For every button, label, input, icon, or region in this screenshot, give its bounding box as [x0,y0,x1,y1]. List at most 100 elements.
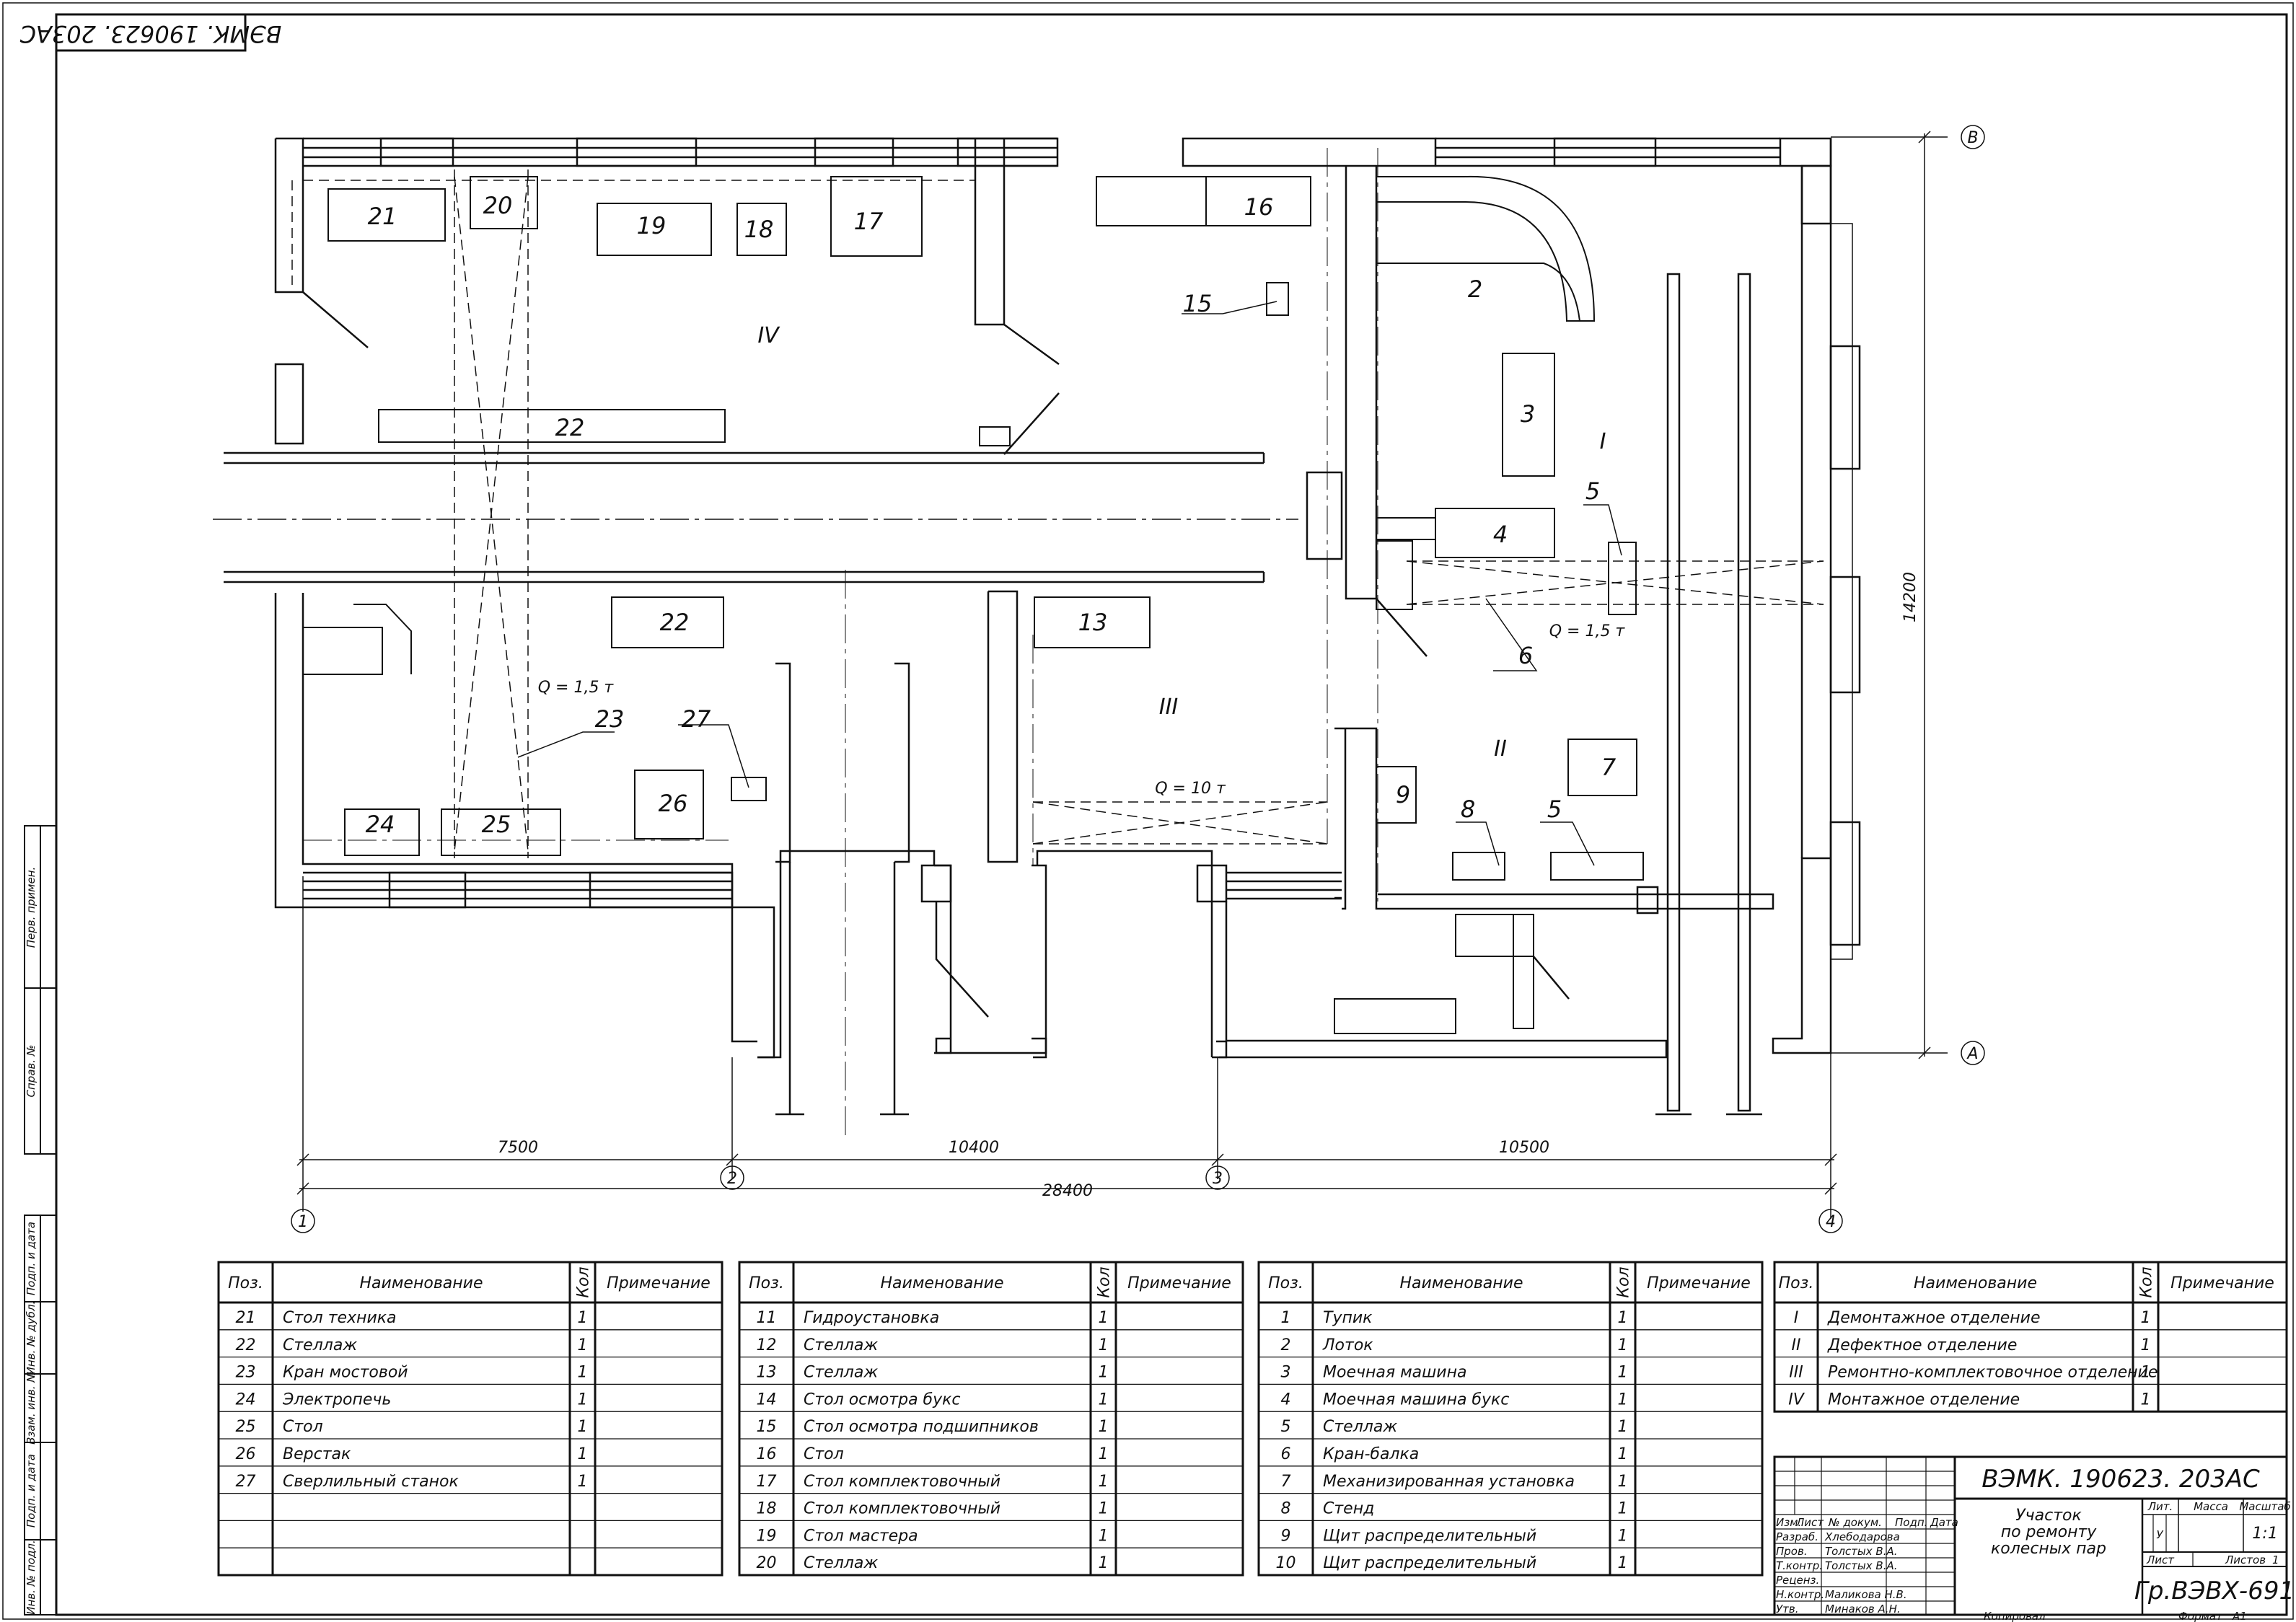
tb-lit: Лит. [2147,1500,2173,1513]
table-row-qty: 1 [1099,1473,1109,1491]
tb-person: Толстых В.А. [1825,1559,1898,1572]
header-note: Примечание [2170,1274,2274,1292]
header-pos: Поз. [1779,1274,1814,1292]
table-row-qty: 1 [578,1364,588,1382]
header-qty: Кол [575,1266,593,1297]
equip-22-low [611,596,724,648]
area-III: III [1159,695,1179,720]
dim-14200: 14200 [1901,572,1919,622]
table-row-qty: 1 [578,1473,588,1491]
table-row-name: Стенд [1323,1500,1374,1518]
header-pos: Поз. [228,1274,263,1292]
side-label-inv: Инв. № подл. [25,1540,38,1614]
tb-role: Пров. [1776,1545,1808,1558]
table-row-name: Стол комплектовочный [804,1473,1000,1491]
side-stamp-grid [24,825,57,1616]
table-frame [217,1261,723,1577]
table-row-name: Стеллаж [804,1364,878,1382]
outer-walls [213,137,1861,1116]
header-name: Наименование [360,1274,483,1292]
label-23: 23 [595,705,625,733]
equip-22-top [378,409,726,443]
tb-role: Разраб. [1776,1530,1818,1543]
equip-24 [344,808,420,856]
table-row-qty: 1 [1099,1336,1109,1354]
table-row-pos: 26 [236,1445,256,1463]
top-stamp-box [55,13,247,52]
equip-small-door [979,426,1011,446]
axis-B: В [1967,129,1978,147]
table-row-pos: 6 [1281,1445,1291,1463]
label-4: 4 [1493,521,1508,548]
table-row-name: Моечная машина [1323,1364,1466,1382]
label-18: 18 [744,216,774,243]
side-label-sprav: Справ. № [25,1045,38,1098]
label-26: 26 [659,790,688,817]
equip-26 [634,770,704,839]
table-row-qty: 1 [1618,1418,1628,1436]
equip-7 [1567,739,1637,796]
header-name: Наименование [881,1274,1004,1292]
tb-sheets: Листов [2225,1553,2266,1566]
table-row-name: Стол мастера [804,1527,918,1545]
equip-20 [470,176,538,229]
tb-lit-value: У [2156,1528,2163,1541]
equip-bottom [1334,998,1456,1034]
tb-copied: Копировал [1984,1610,2046,1622]
table-row-qty: 1 [578,1418,588,1436]
table-row-qty: 1 [1618,1336,1628,1354]
table-row-qty: 1 [1618,1309,1628,1327]
label-17: 17 [854,208,884,235]
tb-role: Реценз. [1776,1574,1819,1587]
area-I: I [1600,429,1606,454]
table-row-pos: 15 [757,1418,777,1436]
label-2: 2 [1468,276,1482,303]
table-row-pos: 25 [236,1418,256,1436]
axis-4: 4 [1826,1213,1836,1231]
label-20: 20 [483,192,513,219]
table-row-qty: 1 [1618,1527,1628,1545]
table-row-pos: 9 [1281,1527,1291,1545]
table-row-pos: 4 [1281,1390,1291,1409]
axis-A: А [1966,1045,1978,1063]
dim-10400: 10400 [949,1139,999,1157]
label-22-top: 22 [555,414,585,441]
leader-lines [517,301,1622,866]
label-3: 3 [1521,400,1535,428]
tb-person: Маликова Н.В. [1825,1588,1907,1601]
table-row-name: Стеллаж [1323,1418,1397,1436]
table-frame [738,1261,1244,1577]
table-row-name: Монтажное отделение [1828,1390,2020,1409]
tb-format: Формат [2178,1610,2223,1622]
load-q10: Q = 10 т [1155,780,1226,798]
equip-19 [597,203,712,256]
equip-16b [1205,176,1311,226]
area-II: II [1494,736,1507,762]
table-row-pos: 16 [757,1445,777,1463]
table-row-qty: 1 [578,1309,588,1327]
tb-sheet: Лист [2146,1553,2175,1566]
dim-7500: 7500 [498,1139,538,1157]
area-IV: IV [757,323,780,348]
label-6: 6 [1518,642,1533,669]
table-frame [1257,1261,1764,1577]
tb-person: Хлебодарова [1824,1530,1900,1543]
table-row-name: Тупик [1323,1309,1373,1327]
table-row-pos: 19 [757,1527,777,1545]
label-21: 21 [368,203,397,230]
equip-2 [1376,175,1596,322]
table-row-pos: 20 [757,1554,777,1572]
tb-col-izm: Изм. [1776,1516,1801,1529]
equip-18 [736,203,787,256]
header-pos: Поз. [1268,1274,1303,1292]
tb-col-list: Лист [1795,1516,1824,1529]
header-pos: Поз. [749,1274,784,1292]
load-q15-left: Q = 1,5 т [538,679,615,697]
table-row-name: Верстак [283,1445,351,1463]
tb-col-doc: № докум. [1828,1516,1882,1529]
table-row-qty: 1 [1618,1445,1628,1463]
table-row-pos: 24 [236,1390,256,1409]
label-19: 19 [637,212,667,239]
